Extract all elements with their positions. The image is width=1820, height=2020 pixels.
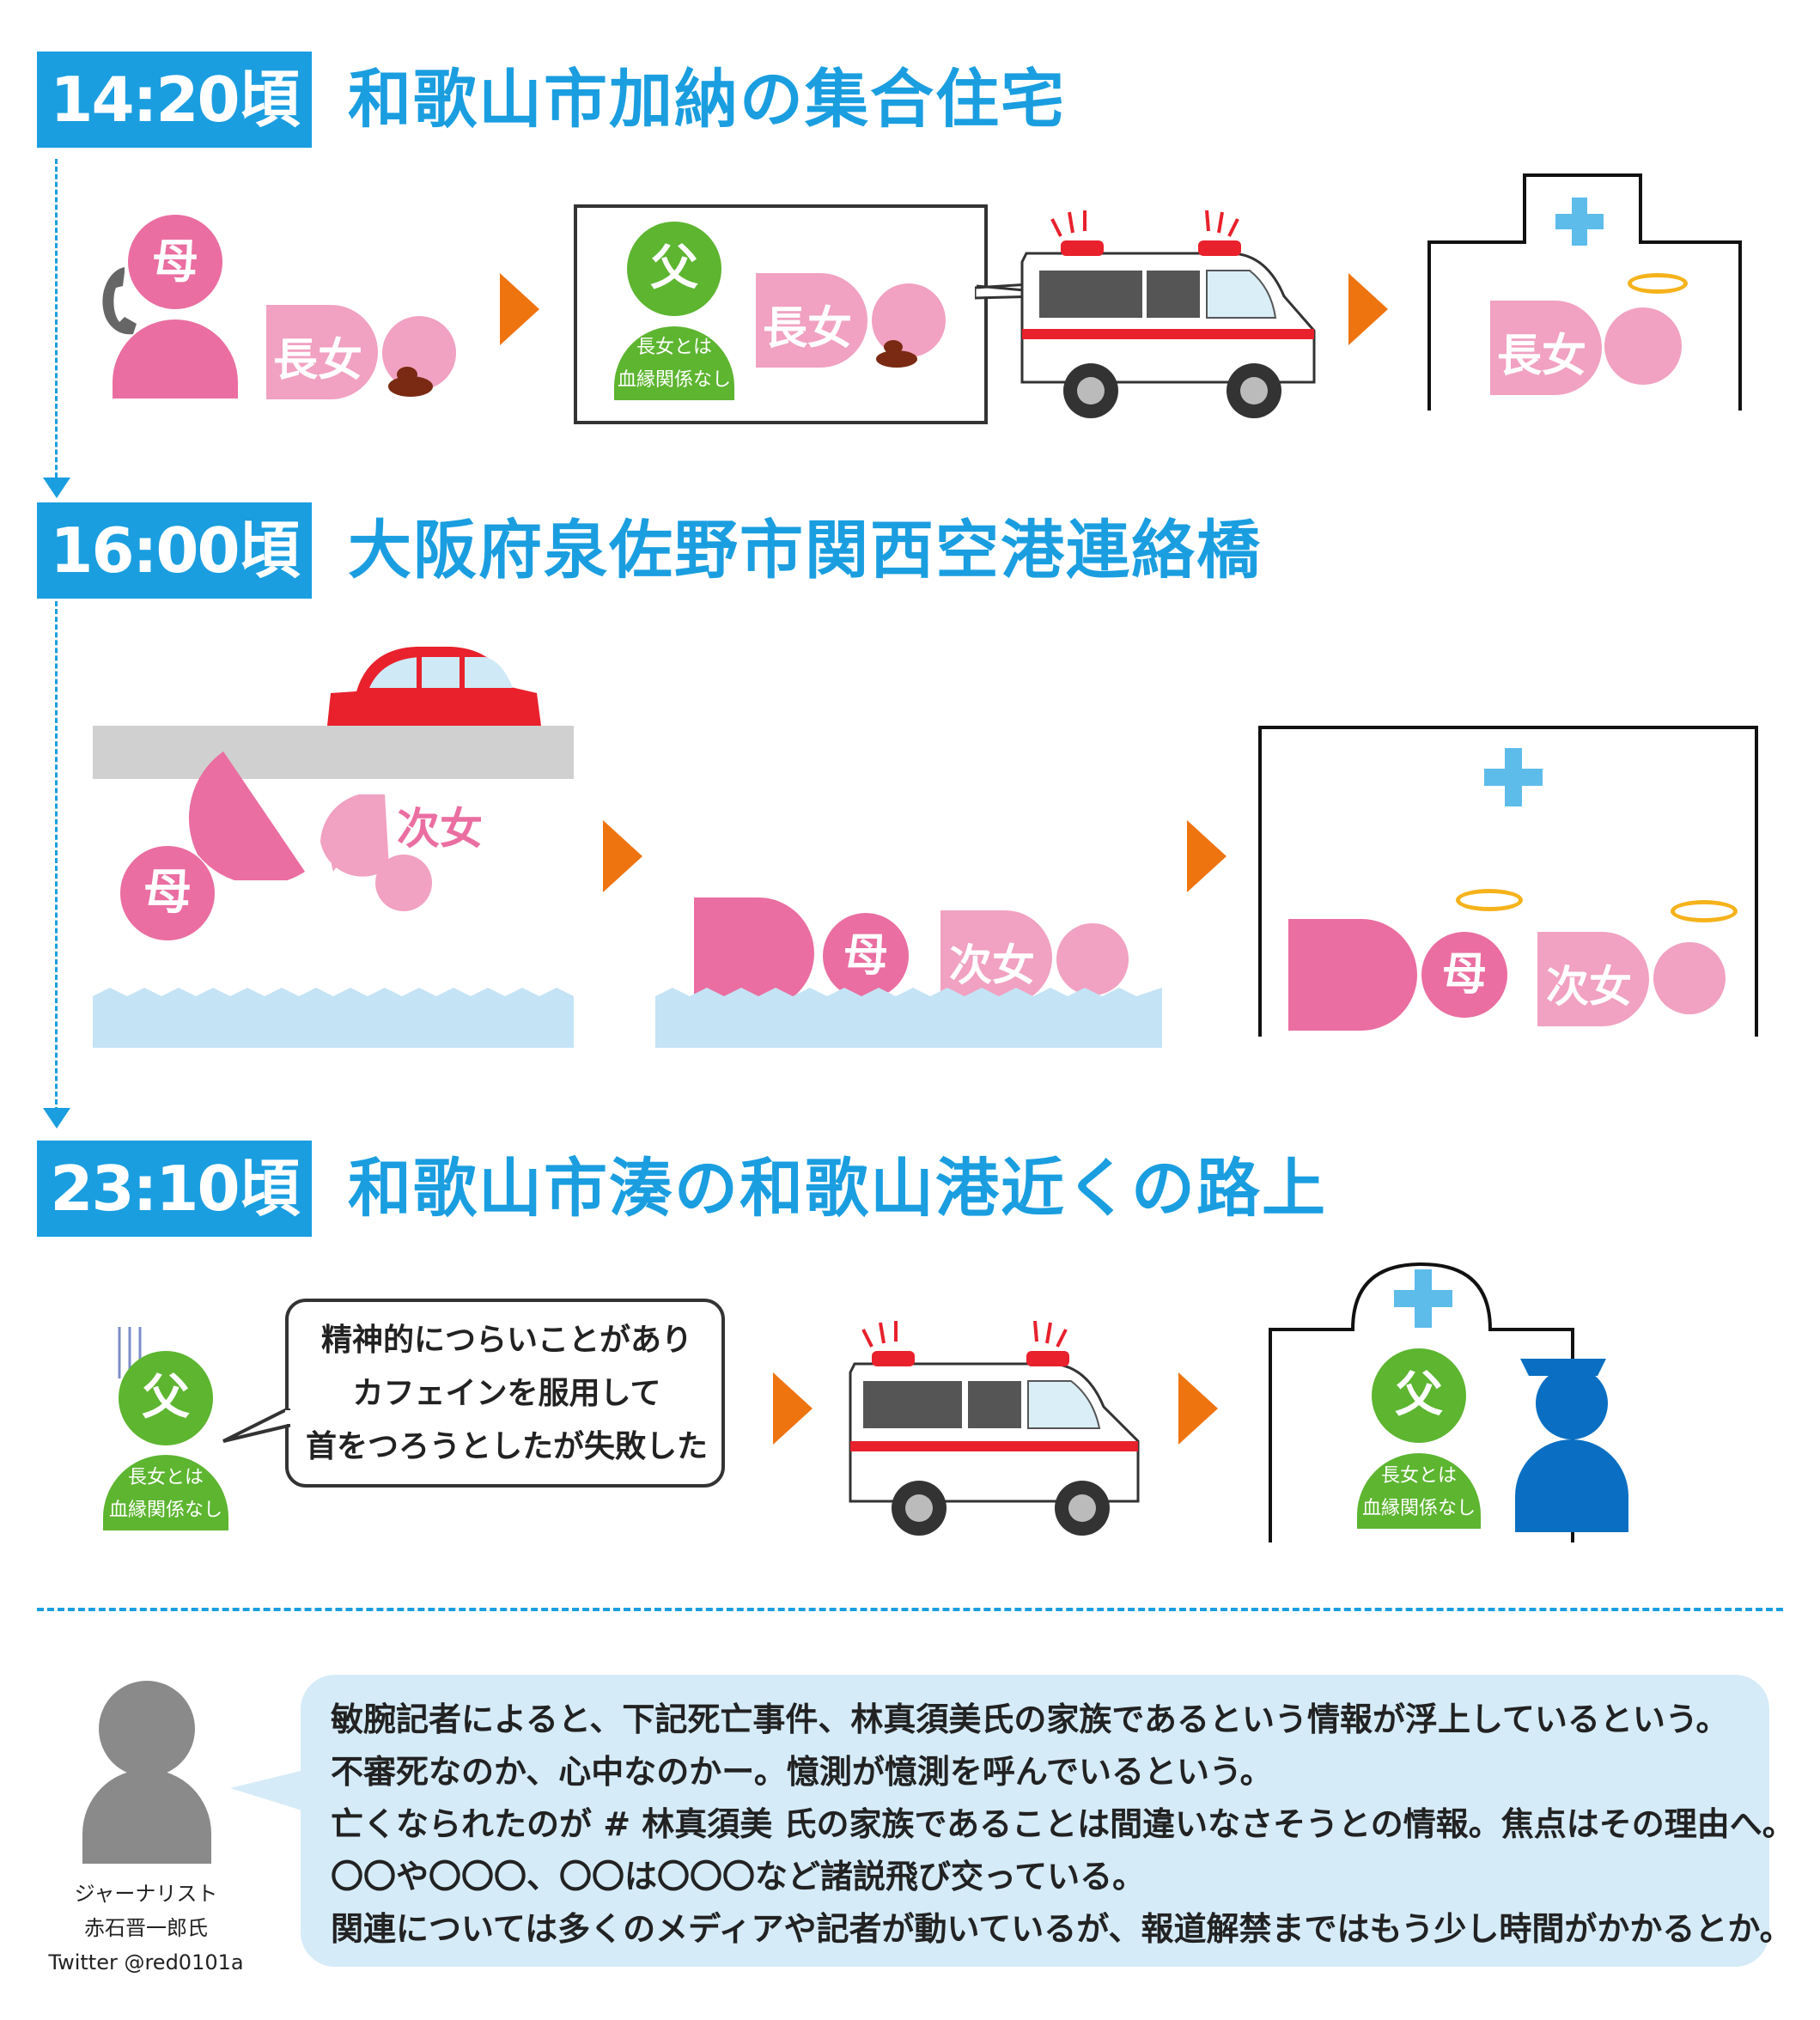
flow-arrow-1a (500, 273, 539, 345)
water-2 (655, 988, 1162, 1048)
ambulance-icon-2 (849, 1320, 1140, 1536)
no-relation-line2-c: 血縁関係なし (1361, 1498, 1476, 1519)
eldest-daughter-label: 長女 (273, 335, 363, 386)
flow-arrow-1b (1348, 273, 1388, 345)
falling-second-daughter-head (375, 855, 432, 911)
father-no-relation-label-1: 長女とは 血縁関係なし (614, 326, 734, 400)
mother-head-hospital: 母 (1421, 932, 1507, 1018)
no-relation-line1: 長女とは (636, 337, 712, 358)
falling-mother-body (189, 751, 305, 880)
journalist-role: ジャーナリスト (74, 1882, 218, 1906)
mother-head-water: 母 (823, 913, 909, 999)
speech-line-1: 精神的につらいことがあり (320, 1323, 692, 1358)
comment-line-3: 亡くなられたのが # 林真須美 氏の家族であることは間違いなさそうとの情報。焦点… (331, 1805, 1795, 1843)
eldest-daughter-label-2: 長女 (763, 303, 853, 355)
eldest-daughter-head-3 (1604, 307, 1682, 385)
speech-bubble-text: 精神的につらいことがあり カフェインを服用して 首をつろうとしたが失敗した (292, 1314, 721, 1474)
no-relation-line1-c: 長女とは (1380, 1465, 1457, 1487)
no-relation-line1-b: 長女とは (127, 1467, 204, 1488)
place-heading-1: 和歌山市加納の集合住宅 (348, 63, 1066, 137)
place-heading-3: 和歌山市湊の和歌山港近くの路上 (348, 1152, 1327, 1226)
halo-icon-1 (1628, 273, 1688, 294)
eldest-daughter-body-2: 長女 (756, 273, 867, 368)
speech-bubble-tail (222, 1409, 292, 1443)
journalist-name: 赤石晋一郎氏 (84, 1916, 208, 1940)
bridge-deck (93, 726, 574, 779)
eldest-daughter-body-3: 長女 (1490, 301, 1602, 395)
phone-icon (102, 267, 137, 335)
second-daughter-label-water: 次女 (949, 940, 1035, 990)
section-divider (37, 1608, 1783, 1611)
time-label-3: 23:10頃 (37, 1141, 312, 1237)
father-no-relation-label-2: 長女とは 血縁関係なし (103, 1455, 228, 1530)
place-heading-2: 大阪府泉佐野市関西空港連絡橋 (348, 514, 1262, 587)
vomit-icon (388, 367, 433, 397)
timeline-arrowhead-2 (43, 1108, 70, 1129)
hospital-building-1 (1427, 173, 1742, 411)
eldest-daughter-label-3: 長女 (1497, 331, 1587, 382)
halo-icon-2 (1456, 889, 1523, 911)
mother-head: 母 (128, 215, 222, 309)
flow-arrow-2b (1187, 820, 1227, 892)
police-officer-icon (1515, 1359, 1628, 1532)
eldest-daughter-body: 長女 (266, 305, 378, 399)
second-daughter-label-hospital: 次女 (1546, 962, 1632, 1012)
no-relation-line2: 血縁関係なし (617, 369, 731, 391)
second-daughter-head-water (1056, 923, 1129, 995)
figure-in-hospital-body (1288, 919, 1417, 1031)
comment-line-4: 〇〇や〇〇〇、〇〇は〇〇〇など諸説飛び交っている。 (331, 1858, 1146, 1895)
figure-in-water-body (694, 897, 814, 1009)
time-label-2: 16:00頃 (37, 502, 312, 599)
father-head-1: 父 (627, 222, 721, 316)
father-no-relation-label-3: 長女とは 血縁関係なし (1357, 1453, 1481, 1529)
speech-line-2: カフェインを服用して (352, 1376, 661, 1411)
speech-line-3: 首をつろうとしたが失敗した (305, 1429, 708, 1464)
timeline-arrowhead-1 (43, 478, 70, 498)
water-1 (93, 988, 574, 1048)
hospital-building-2 (1258, 726, 1758, 1037)
falling-mother-head: 母 (120, 846, 215, 940)
eldest-daughter-head-2 (872, 283, 946, 357)
timeline-connector-1 (55, 159, 58, 485)
speech-bubble (285, 1299, 725, 1488)
comment-bubble: 敏腕記者によると、下記死亡事件、林真須美氏の家族であるという情報が浮上していると… (301, 1675, 1795, 1967)
comment-line-2: 不審死なのか、心中なのかー。憶測が憶測を呼んでいるという。 (331, 1753, 1273, 1791)
hospital-building-3 (1269, 1262, 1574, 1542)
flow-arrow-3b (1178, 1372, 1218, 1445)
time-label-1: 14:20頃 (37, 52, 312, 148)
no-relation-line2-b: 血縁関係なし (108, 1500, 222, 1521)
journalist-avatar-icon (82, 1681, 211, 1864)
second-daughter-label-falling: 次女 (397, 804, 483, 854)
journalist-caption: ジャーナリスト 赤石晋一郎氏 Twitter @red0101a (34, 1877, 258, 1980)
ambulance-icon-1 (975, 210, 1316, 418)
second-daughter-body-hospital: 次女 (1537, 932, 1649, 1026)
flow-arrow-3a (773, 1372, 813, 1445)
mother-figure: 母 (90, 215, 245, 404)
second-daughter-body-water: 次女 (940, 910, 1052, 1005)
vomit-icon-2 (876, 340, 917, 368)
comment-bubble-tail (230, 1769, 307, 1812)
father-head-2: 父 (119, 1351, 213, 1445)
falling-second-daughter-body (320, 794, 389, 877)
comment-line-5: 関連については多くのメディアや記者が動いているが、報道解禁まではもう少し時間がか… (331, 1910, 1793, 1948)
car-icon (327, 647, 541, 726)
journalist-twitter: Twitter @red0101a (48, 1950, 244, 1974)
timeline-connector-2 (55, 601, 58, 1112)
father-head-3: 父 (1372, 1348, 1466, 1443)
second-daughter-head-hospital (1653, 942, 1726, 1014)
halo-icon-3 (1671, 900, 1738, 922)
comment-line-1: 敏腕記者によると、下記死亡事件、林真須美氏の家族であるという情報が浮上していると… (331, 1701, 1729, 1738)
flow-arrow-2a (603, 820, 642, 892)
